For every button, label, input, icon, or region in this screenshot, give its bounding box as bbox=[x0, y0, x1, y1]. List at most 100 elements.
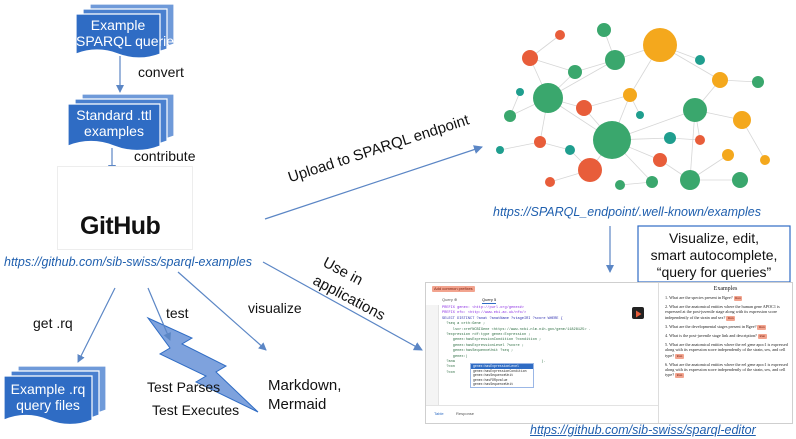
graph-node bbox=[533, 83, 563, 113]
tab-query-1[interactable]: Query ⊕ bbox=[442, 297, 458, 302]
graph-node bbox=[568, 65, 582, 79]
example-question[interactable]: 3. What are the developmental stages pre… bbox=[665, 323, 788, 331]
graph-node bbox=[636, 111, 644, 119]
autocomplete-item[interactable]: genex:hasSequenceUnit bbox=[473, 373, 514, 378]
graph-edge bbox=[499, 141, 541, 151]
arrow-upload bbox=[264, 145, 483, 220]
github-logo-box bbox=[57, 166, 193, 250]
graph-node bbox=[597, 23, 611, 37]
footer-table-tab[interactable]: Table bbox=[434, 411, 444, 416]
code-line: genex:hasExpressionLevel ?score ; bbox=[442, 343, 524, 348]
editor-repo-url[interactable]: https://github.com/sib-swiss/sparql-edit… bbox=[530, 423, 756, 437]
standard-ttl-label: Standard .ttl examples bbox=[76, 107, 152, 140]
graph-node bbox=[683, 98, 707, 122]
graph-node bbox=[722, 149, 734, 161]
graph-node bbox=[653, 153, 667, 167]
examples-title: Examples bbox=[713, 286, 738, 292]
code-line: ?con bbox=[442, 370, 455, 375]
autocomplete-item[interactable]: genex:hasSequenceUnit bbox=[473, 382, 514, 387]
code-line: lscr:xrefNCBIGene <https://www.ncbi.nlm.… bbox=[442, 327, 591, 332]
graph-node bbox=[664, 132, 676, 144]
graph-node bbox=[732, 172, 748, 188]
get-rq-label: get .rq bbox=[33, 315, 73, 331]
code-line: ?seq a orth:Gene ; bbox=[442, 322, 486, 327]
graph-node bbox=[643, 28, 677, 62]
graph-node bbox=[695, 55, 705, 65]
test-executes-label: Test Executes bbox=[152, 402, 240, 418]
test-label: test bbox=[166, 305, 189, 321]
code-line: ?con bbox=[442, 365, 455, 370]
graph-node bbox=[555, 30, 565, 40]
example-question-text: 5. What are the anatomical entities wher… bbox=[665, 342, 788, 358]
example-question[interactable]: 6. What are the anatomical entities wher… bbox=[665, 362, 788, 379]
knowledge-graph-visual bbox=[496, 23, 770, 190]
examples-list: 1. What are the species present in Bgee?… bbox=[659, 295, 792, 379]
example-question-text: 6. What are the anatomical entities wher… bbox=[665, 361, 788, 378]
github-wordmark: GitHub bbox=[80, 212, 161, 240]
example-question[interactable]: 2. What are the anatomical entities wher… bbox=[665, 304, 788, 321]
autocomplete-item[interactable]: genex:hasExpressionCondition bbox=[473, 368, 527, 373]
editor-footer: Table Response bbox=[426, 405, 658, 423]
graph-node bbox=[522, 50, 538, 66]
run-example-button[interactable]: Run bbox=[675, 373, 684, 379]
markdown-mermaid-label: Markdown, Mermaid bbox=[268, 377, 342, 413]
graph-node bbox=[615, 180, 625, 190]
arrow-get-rq bbox=[77, 287, 116, 363]
run-example-button[interactable]: Run bbox=[675, 353, 684, 359]
example-queries-doc-stack bbox=[75, 3, 175, 59]
add-prefixes-button[interactable]: Add common prefixes bbox=[432, 286, 475, 292]
github-repo-url[interactable]: https://github.com/sib-swiss/sparql-exam… bbox=[4, 255, 253, 269]
convert-label: convert bbox=[138, 64, 184, 80]
code-line: ?expression rdf:type genex:Expression ; bbox=[442, 333, 531, 338]
example-queries-label: Example SPARQL queries bbox=[76, 17, 182, 50]
example-question[interactable]: 1. What are the species present in Bgee?… bbox=[665, 295, 788, 302]
graph-node bbox=[565, 145, 575, 155]
run-example-button[interactable]: Run bbox=[757, 334, 767, 340]
example-question[interactable]: 4. What is the post-juvenile stage link … bbox=[665, 333, 788, 340]
code-line: genex:hasExpressionCondition ?condition … bbox=[442, 338, 542, 343]
graph-node bbox=[623, 88, 637, 102]
visualize-label: visualize bbox=[248, 300, 302, 316]
graph-node bbox=[593, 121, 631, 159]
graph-node bbox=[695, 135, 705, 145]
example-question[interactable]: 5. What are the anatomical entities wher… bbox=[665, 342, 788, 359]
graph-node bbox=[578, 158, 602, 182]
editor-features-box bbox=[637, 225, 791, 283]
run-query-button[interactable] bbox=[632, 307, 644, 319]
graph-node bbox=[496, 146, 504, 154]
rq-files-doc-stack bbox=[3, 365, 107, 426]
tab-query-5[interactable]: Query 5 bbox=[482, 297, 497, 304]
example-question-text: 2. What are the anatomical entities wher… bbox=[665, 304, 780, 320]
graph-node bbox=[534, 136, 546, 148]
autocomplete-item[interactable]: genex:hasFDRpvalue bbox=[473, 377, 508, 382]
test-parses-label: Test Parses bbox=[147, 379, 221, 395]
footer-response-tab[interactable]: Response bbox=[456, 411, 475, 416]
graph-node bbox=[760, 155, 770, 165]
graph-node bbox=[646, 176, 658, 188]
code-line: ?ana ). bbox=[446, 360, 546, 365]
arrow-use-in-applications bbox=[262, 261, 423, 351]
play-icon bbox=[636, 310, 642, 318]
run-example-button[interactable]: Run bbox=[733, 296, 743, 302]
endpoint-url[interactable]: https://SPARQL_endpoint/.well-known/exam… bbox=[493, 205, 761, 219]
run-example-button[interactable]: Run bbox=[757, 324, 767, 331]
example-question-text: 3. What are the developmental stages pre… bbox=[665, 323, 758, 329]
editor-features-label: Visualize, edit, smart autocomplete, “qu… bbox=[650, 230, 778, 280]
editor-code-area[interactable]: PREFIX genex: <http://purl.org/genex#>PR… bbox=[442, 306, 591, 376]
code-line: SELECT DISTINCT ?anat ?anatName ?stageIR… bbox=[442, 316, 563, 321]
examples-panel: Examples 1. What are the species present… bbox=[659, 283, 792, 423]
autocomplete-item[interactable]: genex:hasExpressionLevel bbox=[471, 364, 533, 369]
run-example-button[interactable]: Run bbox=[726, 315, 736, 321]
editor-query-pane: Add common prefixes Query ⊕ Query 5 PREF… bbox=[426, 283, 659, 423]
code-line: genex:hasSequenceUnit ?seq ; bbox=[442, 349, 514, 354]
code-line: PREFIX nfo: <http://www.ebi.ac.uk/nfo/> bbox=[442, 311, 527, 316]
graph-node bbox=[733, 111, 751, 129]
graph-node bbox=[680, 170, 700, 190]
graph-node bbox=[545, 177, 555, 187]
graph-node bbox=[752, 76, 764, 88]
arrow-visualize bbox=[177, 271, 267, 351]
code-line: genex:| bbox=[442, 354, 468, 359]
example-question-text: 4. What is the post-juvenile stage link … bbox=[665, 333, 758, 339]
graph-node bbox=[516, 88, 524, 96]
